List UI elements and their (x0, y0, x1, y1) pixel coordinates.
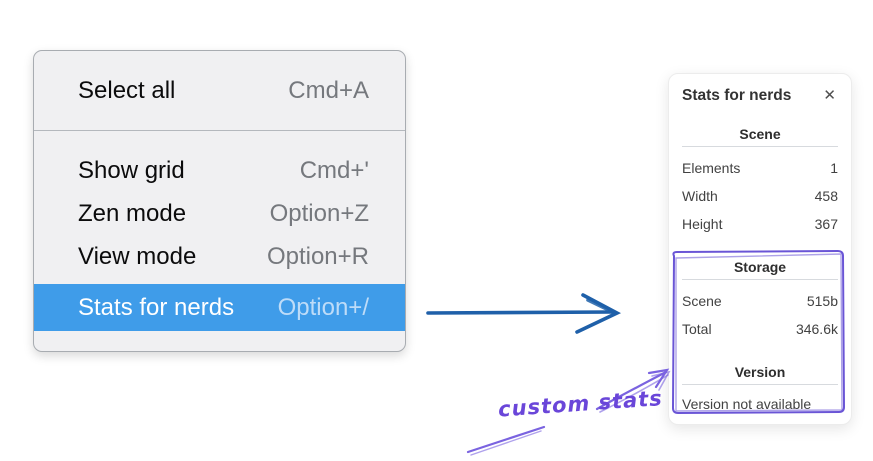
annotation-stroke (466, 425, 546, 456)
stat-label: Elements (682, 160, 741, 176)
stat-label: Total (682, 321, 712, 337)
section-heading: Storage (733, 259, 787, 275)
close-icon: ✕ (823, 86, 836, 104)
version-note: Version not available (682, 396, 812, 412)
menu-item-shortcut: Cmd+A (288, 76, 369, 104)
stat-value: 367 (814, 216, 838, 232)
section-heading: Version (734, 364, 786, 380)
stat-row: Total 346.6k (682, 315, 838, 343)
stat-label: Scene (682, 293, 722, 309)
section-divider (682, 279, 838, 280)
section-divider (682, 146, 838, 147)
menu-item-shortcut: Option+Z (269, 199, 369, 227)
menu-item-label: Select all (78, 76, 176, 104)
stat-value: 346.6k (795, 321, 838, 337)
stats-section-scene: Scene Elements 1 Width 458 Height 367 (682, 126, 838, 238)
stat-row: Width 458 (682, 182, 838, 210)
menu-divider (34, 130, 405, 131)
menu-item-shortcut: Cmd+' (299, 156, 369, 184)
menu-item-view-mode[interactable]: View mode Option+R (34, 235, 405, 278)
menu-item-stats-for-nerds[interactable]: Stats for nerds Option+/ (34, 284, 405, 331)
menu-group: Show grid Cmd+' Zen mode Option+Z View m… (34, 131, 405, 351)
menu-item-label: Stats for nerds (78, 293, 235, 321)
context-menu: Select all Cmd+A Show grid Cmd+' Zen mod… (33, 50, 406, 352)
menu-item-select-all[interactable]: Select all Cmd+A (34, 51, 405, 130)
menu-item-zen-mode[interactable]: Zen mode Option+Z (34, 192, 405, 235)
stat-label: Height (682, 216, 723, 232)
stat-rows: Scene 515b Total 346.6k (682, 287, 838, 343)
stat-row: Height 367 (682, 210, 838, 238)
stat-value: 1 (830, 160, 838, 176)
stat-label: Width (682, 188, 718, 204)
stats-panel: Stats for nerds ✕ Scene Elements 1 Width… (668, 73, 852, 425)
section-divider (682, 384, 838, 385)
menu-item-show-grid[interactable]: Show grid Cmd+' (34, 149, 405, 192)
annotation-label: custom stats (497, 386, 664, 422)
menu-item-shortcut: Option+/ (277, 293, 369, 321)
menu-item-shortcut: Option+R (266, 242, 369, 270)
pointer-arrow (426, 293, 622, 334)
stats-section-storage: Storage Scene 515b Total 346.6k (682, 259, 838, 343)
stat-rows: Elements 1 Width 458 Height 367 (682, 154, 838, 238)
stats-panel-title: Stats for nerds (682, 86, 792, 104)
menu-item-label: View mode (78, 242, 197, 270)
close-button[interactable]: ✕ (821, 86, 838, 105)
stats-panel-header: Stats for nerds ✕ (682, 86, 838, 105)
stat-row: Scene 515b (682, 287, 838, 315)
annotation-arrow (595, 368, 671, 413)
stat-row: Elements 1 (682, 154, 838, 182)
section-heading: Scene (739, 126, 781, 142)
stat-value: 515b (806, 293, 838, 309)
stat-value: 458 (814, 188, 838, 204)
menu-item-label: Show grid (78, 156, 185, 184)
stats-section-version: Version Version not available (682, 364, 838, 416)
menu-item-label: Zen mode (78, 199, 187, 227)
